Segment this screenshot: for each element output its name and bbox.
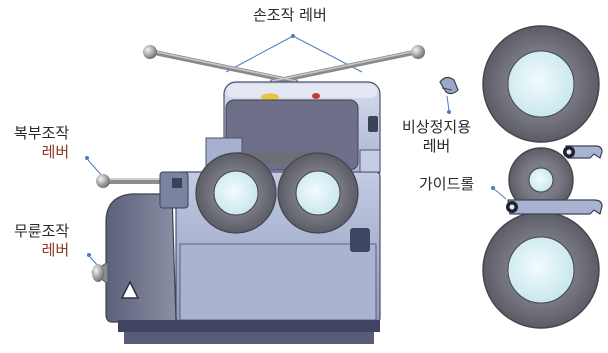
emergency-stop-lever xyxy=(439,76,459,95)
free-lever xyxy=(91,261,109,285)
roll-diagram xyxy=(482,25,603,329)
emergency-stop-label-line1: 비상정지용 xyxy=(402,118,472,136)
guide-roll-label: 가이드롤 xyxy=(419,175,475,193)
emergency-stop-label: 비상정지용 레버 xyxy=(402,118,471,156)
hand-lever-label: 손조작 레버 xyxy=(253,6,327,24)
arrow-icon xyxy=(120,280,140,299)
side-housing xyxy=(105,193,177,323)
hand-lever-knob-right xyxy=(411,45,425,59)
machine-base xyxy=(118,320,380,344)
return-lever-label-line2: 레버 xyxy=(41,143,70,161)
side-button xyxy=(350,228,370,252)
leader-guide xyxy=(492,187,507,200)
free-lever-label-line1: 무륜조작 xyxy=(14,222,70,240)
red-indicator xyxy=(312,93,320,99)
return-lever-knob xyxy=(96,174,110,188)
leader-emergency xyxy=(446,95,450,112)
leader-dots xyxy=(85,34,495,257)
twin-rolls xyxy=(195,152,359,234)
return-lever xyxy=(96,171,189,209)
guide-arm-bottom xyxy=(506,199,603,215)
hand-lever-knob-left xyxy=(143,45,157,59)
return-lever-label: 복부조작 레버 xyxy=(14,124,69,162)
emergency-stop-label-line2: 레버 xyxy=(422,137,451,155)
leader-hand-left xyxy=(225,35,294,73)
yellow-indicator xyxy=(261,93,279,101)
return-lever-label-line1: 복부조작 xyxy=(14,124,70,142)
hand-lever xyxy=(143,45,425,85)
free-lever-label-line2: 레버 xyxy=(41,241,70,259)
free-lever-label: 무륜조작 레버 xyxy=(14,222,69,260)
guide-arm-top xyxy=(563,145,603,159)
